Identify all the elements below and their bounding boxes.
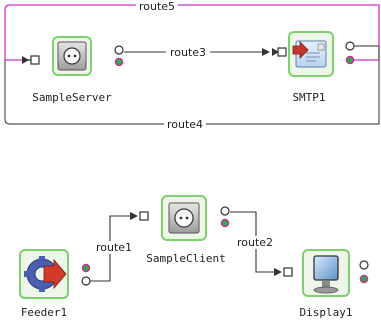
route4-label: route4 <box>167 118 203 131</box>
input-port[interactable] <box>283 267 293 277</box>
client-icon <box>168 202 200 234</box>
node-sample-client[interactable]: SampleClient <box>139 195 230 265</box>
route2-label: route2 <box>237 236 273 249</box>
route3-connection[interactable]: route3 <box>124 46 270 59</box>
display1-label: Display1 <box>300 306 353 319</box>
output-port[interactable] <box>81 276 91 286</box>
input-port[interactable] <box>30 55 40 65</box>
route2-connection[interactable]: route2 <box>230 211 282 276</box>
status-port <box>81 263 91 273</box>
route1-connection[interactable]: route1 <box>90 212 138 282</box>
route4-connection[interactable]: route4 <box>4 46 380 131</box>
status-port <box>345 55 355 65</box>
server-icon <box>57 41 87 71</box>
input-arrow-icon <box>22 56 29 64</box>
node-sample-server[interactable]: SampleServer <box>22 36 124 104</box>
status-port <box>220 218 230 228</box>
route5-label: route5 <box>139 0 175 13</box>
status-port <box>359 274 369 284</box>
route3-label: route3 <box>170 46 206 59</box>
node-feeder1[interactable]: Feeder1 <box>19 249 91 319</box>
sample-client-label: SampleClient <box>146 252 225 265</box>
smtp1-label: SMTP1 <box>292 91 325 104</box>
output-port[interactable] <box>114 45 124 55</box>
sample-server-label: SampleServer <box>32 91 112 104</box>
node-display1[interactable]: Display1 <box>283 249 369 319</box>
route1-label: route1 <box>96 241 132 254</box>
feeder1-label: Feeder1 <box>21 306 67 319</box>
output-port[interactable] <box>359 260 369 270</box>
output-port[interactable] <box>345 41 355 51</box>
mail-icon <box>292 40 327 68</box>
feeder-gear-icon <box>24 256 67 292</box>
input-port[interactable] <box>277 47 287 57</box>
output-port[interactable] <box>220 206 230 216</box>
monitor-icon <box>313 255 339 294</box>
input-port[interactable] <box>139 211 149 221</box>
input-arrow-icon <box>272 48 279 56</box>
route5-connection[interactable]: route5 <box>4 0 380 61</box>
node-smtp1[interactable]: SMTP1 <box>272 31 379 104</box>
status-port <box>114 57 124 67</box>
